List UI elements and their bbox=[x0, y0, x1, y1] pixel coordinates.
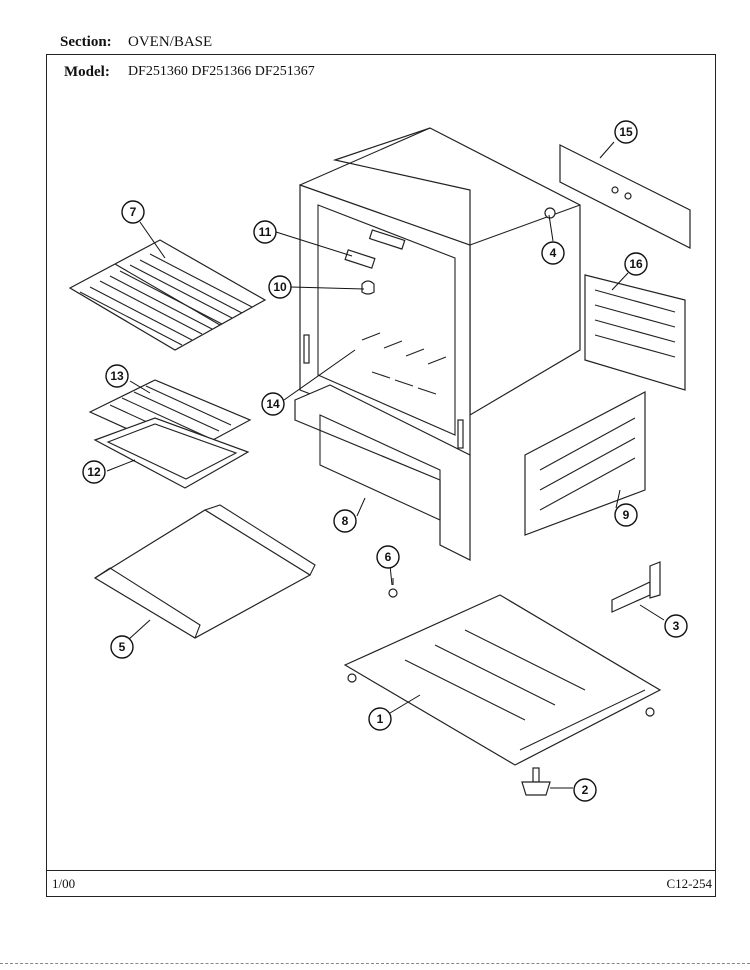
callout-16: 16 bbox=[624, 252, 648, 276]
screw bbox=[388, 578, 398, 598]
svg-text:8: 8 bbox=[342, 514, 349, 528]
svg-text:3: 3 bbox=[673, 619, 680, 633]
svg-text:12: 12 bbox=[87, 465, 101, 479]
callout-7: 7 bbox=[121, 200, 145, 224]
leader-lines bbox=[106, 141, 665, 789]
svg-text:13: 13 bbox=[110, 369, 124, 383]
callout-12: 12 bbox=[82, 460, 106, 484]
footer-date: 1/00 bbox=[52, 876, 76, 891]
footer-page-code: C12-254 bbox=[666, 876, 713, 891]
svg-text:16: 16 bbox=[629, 257, 643, 271]
svg-text:4: 4 bbox=[550, 246, 557, 260]
back-cover bbox=[559, 144, 691, 249]
side-panel bbox=[524, 391, 646, 536]
callout-8: 8 bbox=[333, 509, 357, 533]
svg-text:14: 14 bbox=[266, 397, 280, 411]
base-pan bbox=[343, 594, 662, 766]
svg-text:2: 2 bbox=[582, 783, 589, 797]
svg-text:6: 6 bbox=[385, 550, 392, 564]
svg-text:1: 1 bbox=[377, 712, 384, 726]
callout-3: 3 bbox=[664, 614, 688, 638]
callout-11: 11 bbox=[253, 220, 277, 244]
callout-15: 15 bbox=[614, 120, 638, 144]
storage-drawer bbox=[93, 504, 316, 639]
callout-6: 6 bbox=[376, 545, 400, 569]
footer-divider bbox=[46, 870, 716, 871]
svg-text:7: 7 bbox=[130, 205, 137, 219]
svg-text:15: 15 bbox=[619, 125, 633, 139]
oven-rack bbox=[68, 239, 267, 351]
rear-panel bbox=[584, 274, 686, 391]
svg-text:11: 11 bbox=[259, 225, 272, 239]
callout-13: 13 bbox=[105, 364, 129, 388]
model-value: DF251360 DF251366 DF251367 bbox=[128, 64, 315, 79]
section-value: OVEN/BASE bbox=[128, 34, 213, 50]
svg-text:5: 5 bbox=[119, 640, 126, 654]
callout-5: 5 bbox=[110, 635, 134, 659]
model-label: Model: bbox=[64, 64, 110, 80]
callout-1: 1 bbox=[368, 707, 392, 731]
callout-9: 9 bbox=[614, 503, 638, 527]
diagram-frame bbox=[46, 54, 716, 897]
callout-10: 10 bbox=[268, 275, 292, 299]
lower-front-panel bbox=[294, 384, 471, 561]
svg-text:9: 9 bbox=[623, 508, 630, 522]
section-label: Section: bbox=[60, 34, 112, 50]
callout-2: 2 bbox=[573, 778, 597, 802]
svg-text:10: 10 bbox=[273, 280, 287, 294]
leveling-leg bbox=[521, 767, 551, 796]
bottom-rule bbox=[0, 963, 750, 964]
anti-tip-bracket bbox=[611, 561, 661, 613]
callout-14: 14 bbox=[261, 392, 285, 416]
callout-4: 4 bbox=[541, 241, 565, 265]
broiler-pan bbox=[93, 417, 250, 489]
